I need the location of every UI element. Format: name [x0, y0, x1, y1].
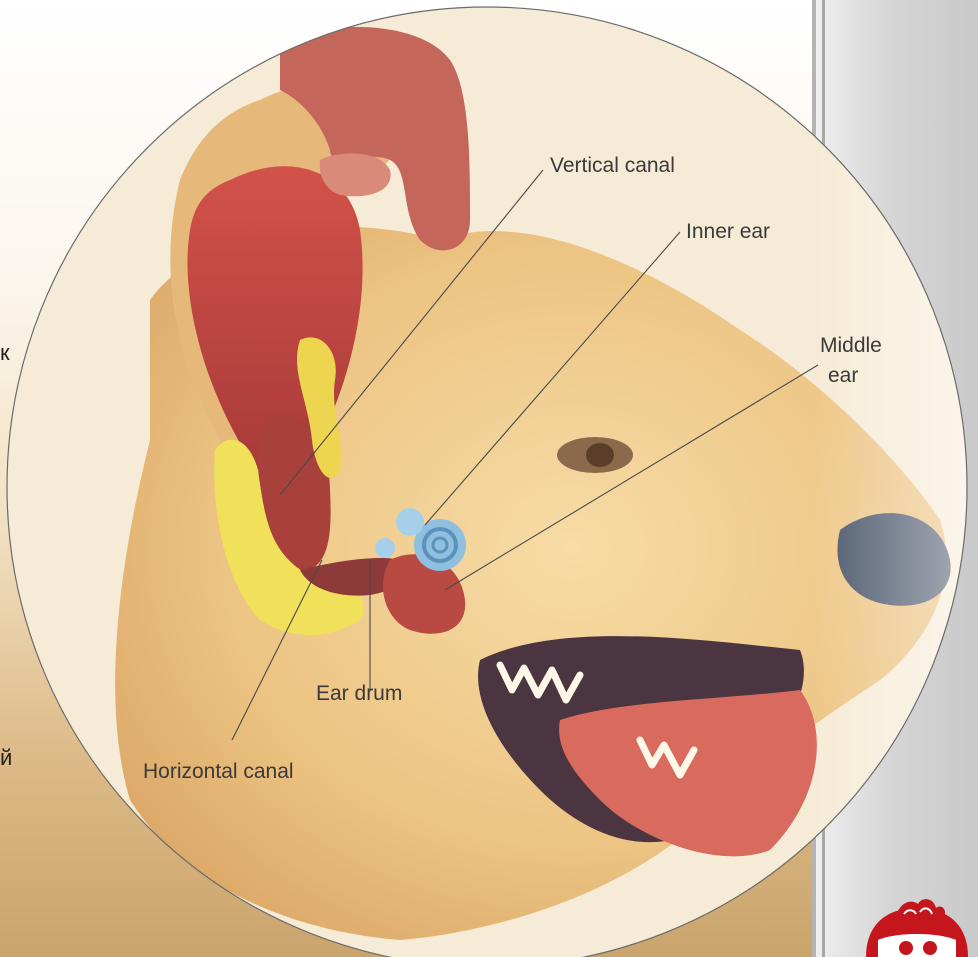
label-inner-ear: Inner ear	[686, 220, 770, 243]
eye-pupil	[586, 443, 614, 467]
label-ear-drum: Ear drum	[316, 682, 402, 705]
brand-logo	[856, 890, 978, 957]
label-vertical-canal: Vertical canal	[550, 154, 675, 177]
label-middle-ear-line2: ear	[828, 364, 858, 387]
label-middle-ear-line1: Middle	[820, 334, 882, 357]
label-horizontal-canal: Horizontal canal	[143, 760, 294, 783]
